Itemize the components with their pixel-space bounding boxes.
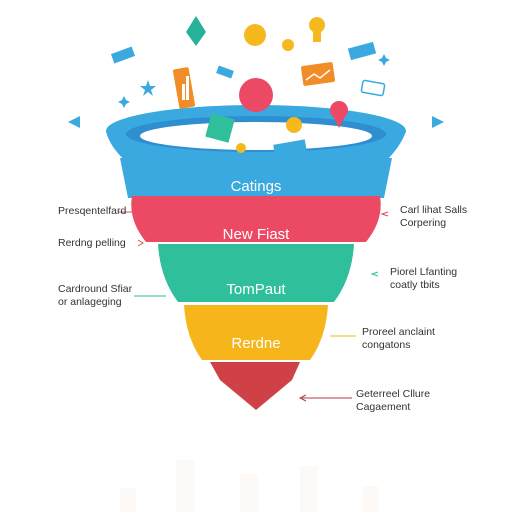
stage-3-label: TomPaut <box>226 281 286 298</box>
note-right-1-line-2: Corpering <box>400 217 447 229</box>
coin-icon <box>236 143 246 153</box>
connector-right-2-arrow <box>370 271 379 277</box>
funnel-stage-2-shape <box>131 196 381 242</box>
lightbulb-icon <box>309 17 325 42</box>
connector-left-2-arrow <box>137 239 144 247</box>
background-bars <box>120 460 378 512</box>
card-icon <box>216 65 234 79</box>
funnel-stage-5-shape <box>210 362 300 410</box>
circle-icon <box>282 39 294 51</box>
note-right-1: Carl lihat Salls Corpering <box>400 204 467 230</box>
note-left-3-line-1: Cardround Sfiar <box>58 283 133 295</box>
connector-right-1-arrow <box>380 211 389 217</box>
screen-icon <box>205 113 235 143</box>
note-left-3: Cardround Sfiar or anlageging <box>58 283 132 309</box>
note-right-3-line-2: congatons <box>362 339 411 351</box>
floating-icons <box>68 16 444 157</box>
note-right-4-line-1: Geterreel Cllure <box>356 388 431 400</box>
funnel-stage-1-body <box>120 158 392 198</box>
note-left-2-line-1: Rerdng pelling <box>58 237 126 249</box>
funnel-stage-4-shape <box>184 305 328 360</box>
funnel-stage-3-shape <box>158 244 354 302</box>
stage-1-label: Catings <box>231 178 282 195</box>
note-left-3-line-2: or anlageging <box>58 296 122 308</box>
card-icon <box>347 41 377 61</box>
stage-2-label: New Fiast <box>223 226 291 243</box>
diamond-icon <box>186 16 206 46</box>
note-right-3-line-1: Proreel anclaint <box>362 326 435 338</box>
pin-icon <box>330 101 348 128</box>
connectors <box>118 211 389 402</box>
note-right-1-line-1: Carl lihat Salls <box>400 204 468 216</box>
bar-chart-icon <box>172 67 196 109</box>
arrow-marker-icon <box>432 116 444 128</box>
stage-4-label: Rerdne <box>231 335 280 352</box>
note-right-2: Piorel Lfanting coatly tbits <box>390 266 457 292</box>
card-icon <box>273 139 307 157</box>
drone-icon <box>360 79 386 97</box>
note-right-4: Geterreel Cllure Cagaement <box>356 388 430 414</box>
note-right-4-line-2: Cagaement <box>356 401 411 413</box>
star-icon <box>140 80 156 96</box>
card-icon <box>110 46 136 64</box>
connector-right-4-arrow <box>298 394 307 402</box>
chart-card-icon <box>301 62 335 86</box>
note-left-2: Rerdng pelling <box>58 237 126 250</box>
sparkle-icon <box>378 54 390 66</box>
coin-icon <box>286 117 302 133</box>
balloon-icon <box>239 78 273 112</box>
note-left-1: Presqentelfard <box>58 205 126 218</box>
sparkle-icon <box>118 96 130 108</box>
note-right-2-line-1: Piorel Lfanting <box>390 266 458 278</box>
note-left-1-line-1: Presqentelfard <box>58 205 127 217</box>
note-right-3: Proreel anclaint congatons <box>362 326 435 352</box>
note-right-2-line-2: coatly tbits <box>390 279 440 291</box>
funnel-opening <box>140 122 372 150</box>
arrow-marker-icon <box>68 116 80 128</box>
circle-icon <box>244 24 266 46</box>
